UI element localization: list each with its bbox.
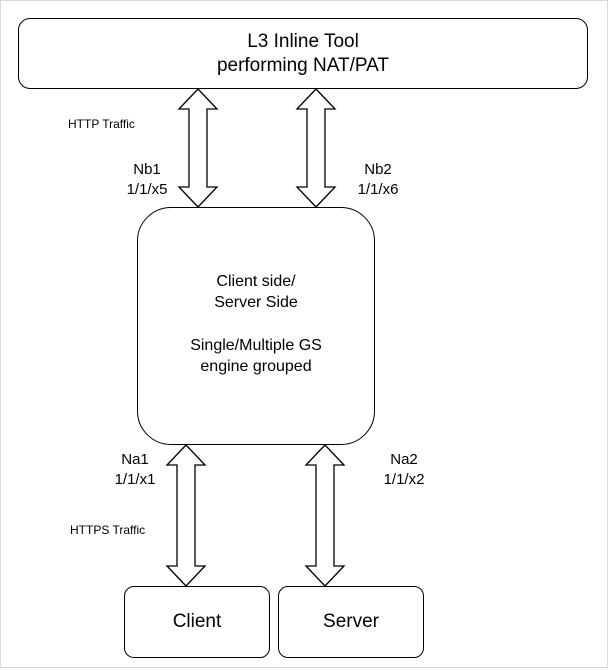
port-na1-name: Na1 <box>121 451 149 468</box>
arrow-na1 <box>165 444 207 587</box>
server-box: Server <box>278 586 424 658</box>
port-nb2-id: 1/1/x6 <box>357 181 399 198</box>
port-na1-id: 1/1/x1 <box>114 471 156 488</box>
l3-inline-tool-box: L3 Inline Tool performing NAT/PAT <box>18 18 588 89</box>
gs-side-line1: Client side/ <box>216 273 296 290</box>
l3-tool-title: L3 Inline Tool <box>247 30 359 52</box>
gs-engine-line2: engine grouped <box>200 358 312 375</box>
port-na1: Na1 1/1/x1 <box>98 450 172 490</box>
gs-engine-line1: Single/Multiple GS <box>190 337 322 354</box>
port-nb1-name: Nb1 <box>133 161 161 178</box>
port-nb2: Nb2 1/1/x6 <box>341 160 415 200</box>
port-na2-name: Na2 <box>390 451 418 468</box>
gs-side-line2: Server Side <box>214 294 298 311</box>
port-na2: Na2 1/1/x2 <box>367 450 441 490</box>
client-label: Client <box>172 611 222 632</box>
arrow-nb1 <box>177 88 219 208</box>
gs-engine-box: Client side/ Server Side Single/Multiple… <box>137 207 375 445</box>
port-na2-id: 1/1/x2 <box>383 471 425 488</box>
arrow-nb2 <box>295 88 337 208</box>
port-nb1: Nb1 1/1/x5 <box>110 160 184 200</box>
port-nb2-name: Nb2 <box>364 161 392 178</box>
server-label: Server <box>323 611 379 632</box>
arrow-na2 <box>304 444 346 587</box>
https-traffic-label: HTTPS Traffic <box>70 523 146 537</box>
client-box: Client <box>124 586 270 658</box>
l3-tool-subtitle: performing NAT/PAT <box>216 54 390 76</box>
http-traffic-label: HTTP Traffic <box>68 117 135 131</box>
port-nb1-id: 1/1/x5 <box>126 181 168 198</box>
